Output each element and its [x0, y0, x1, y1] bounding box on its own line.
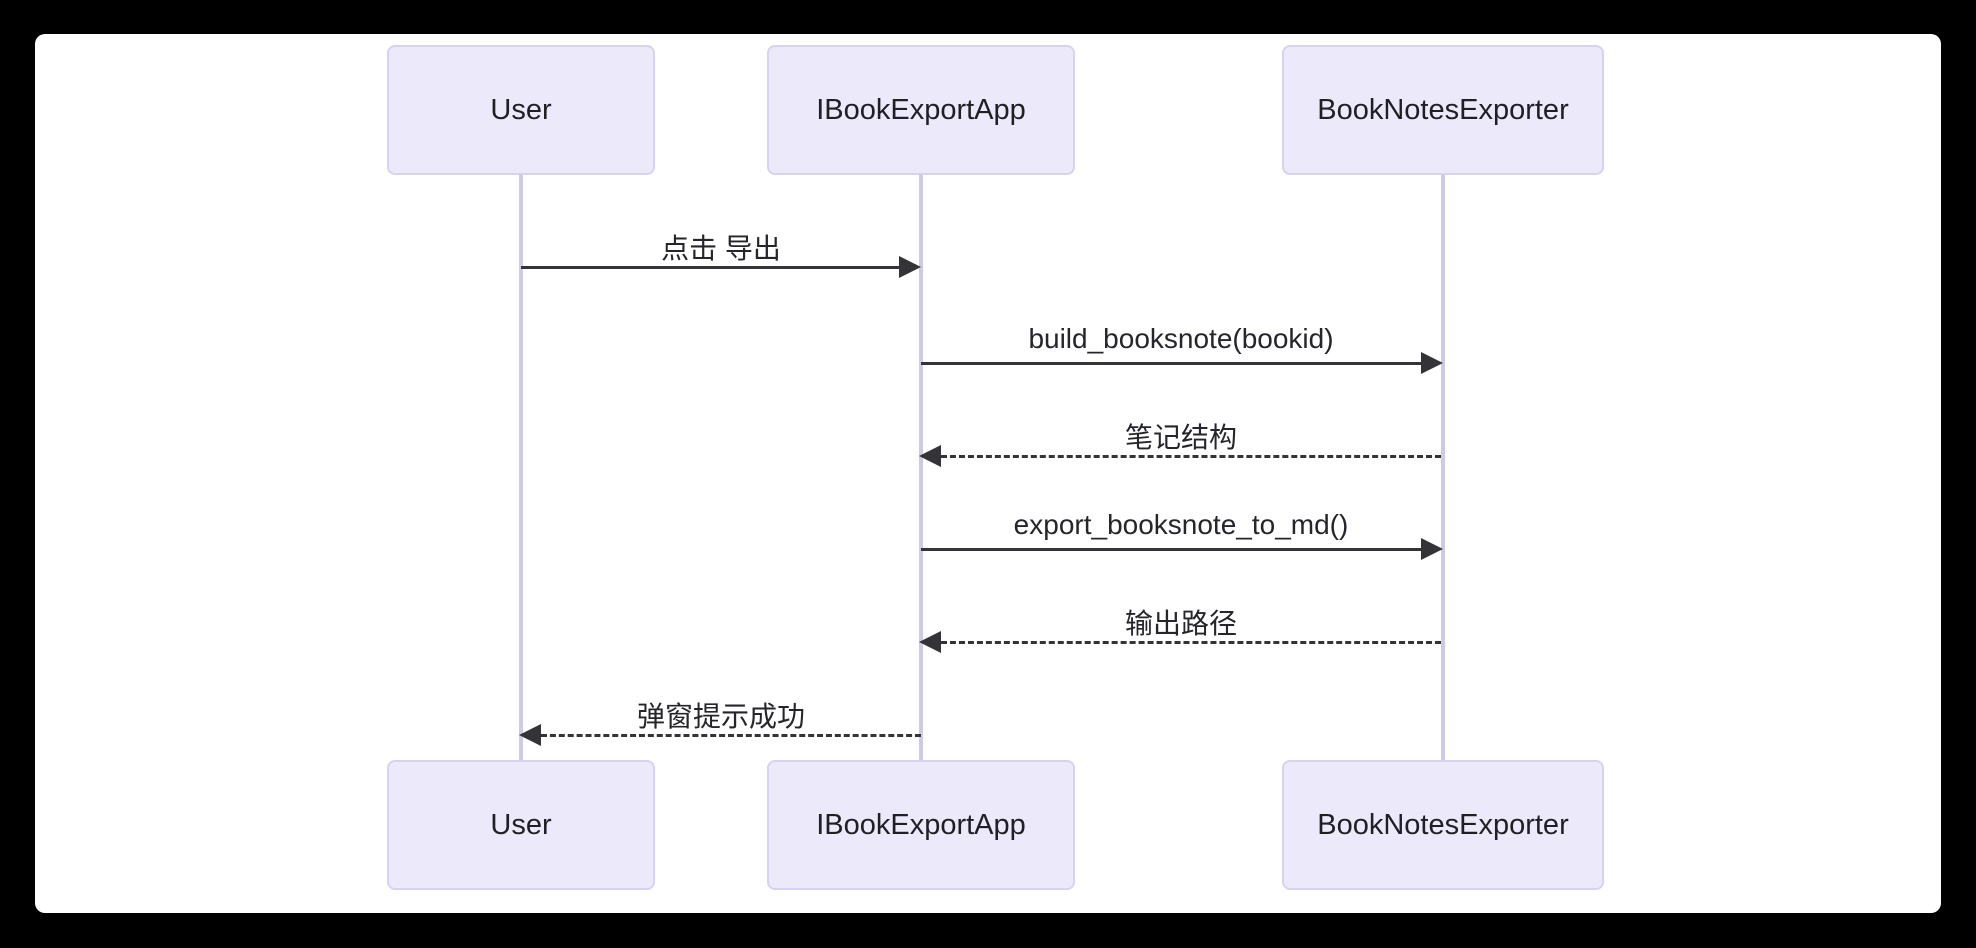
- actor-label-user-top: User: [490, 93, 552, 126]
- message-arrowhead-2: [1421, 352, 1443, 374]
- message-label-3: 笔记结构: [1124, 422, 1238, 453]
- actor-label-app-top: IBookExportApp: [816, 93, 1026, 126]
- message-arrowhead-4: [1421, 538, 1443, 560]
- actor-label-user-bottom: User: [490, 808, 552, 841]
- message-line-5: [941, 641, 1441, 644]
- actor-box-exporter-top[interactable]: BookNotesExporter: [1282, 45, 1604, 175]
- lifeline-user: [519, 175, 523, 760]
- message-label-5: 输出路径: [1124, 608, 1238, 639]
- message-line-2: [921, 362, 1421, 365]
- message-line-1: [521, 266, 899, 269]
- message-arrowhead-3: [919, 445, 941, 467]
- message-line-4: [921, 548, 1421, 551]
- actor-box-app-bottom[interactable]: IBookExportApp: [767, 760, 1075, 890]
- actor-box-user-bottom[interactable]: User: [387, 760, 655, 890]
- message-label-6: 弹窗提示成功: [636, 701, 806, 732]
- actor-label-exporter-top: BookNotesExporter: [1317, 93, 1569, 126]
- actor-label-exporter-bottom: BookNotesExporter: [1317, 808, 1569, 841]
- actor-box-app-top[interactable]: IBookExportApp: [767, 45, 1075, 175]
- message-arrowhead-6: [519, 724, 541, 746]
- message-arrowhead-5: [919, 631, 941, 653]
- message-label-4: export_booksnote_to_md(): [1013, 509, 1349, 540]
- diagram-canvas: User IBookExportApp BookNotesExporter Us…: [35, 34, 1941, 913]
- message-label-2: build_booksnote(bookid): [1028, 323, 1334, 354]
- actor-box-exporter-bottom[interactable]: BookNotesExporter: [1282, 760, 1604, 890]
- message-line-6: [541, 734, 921, 737]
- actor-box-user-top[interactable]: User: [387, 45, 655, 175]
- lifeline-exporter: [1441, 175, 1445, 760]
- message-arrowhead-1: [899, 256, 921, 278]
- actor-label-app-bottom: IBookExportApp: [816, 808, 1026, 841]
- lifeline-app: [919, 175, 923, 760]
- message-label-1: 点击 导出: [661, 233, 781, 264]
- message-line-3: [941, 455, 1441, 458]
